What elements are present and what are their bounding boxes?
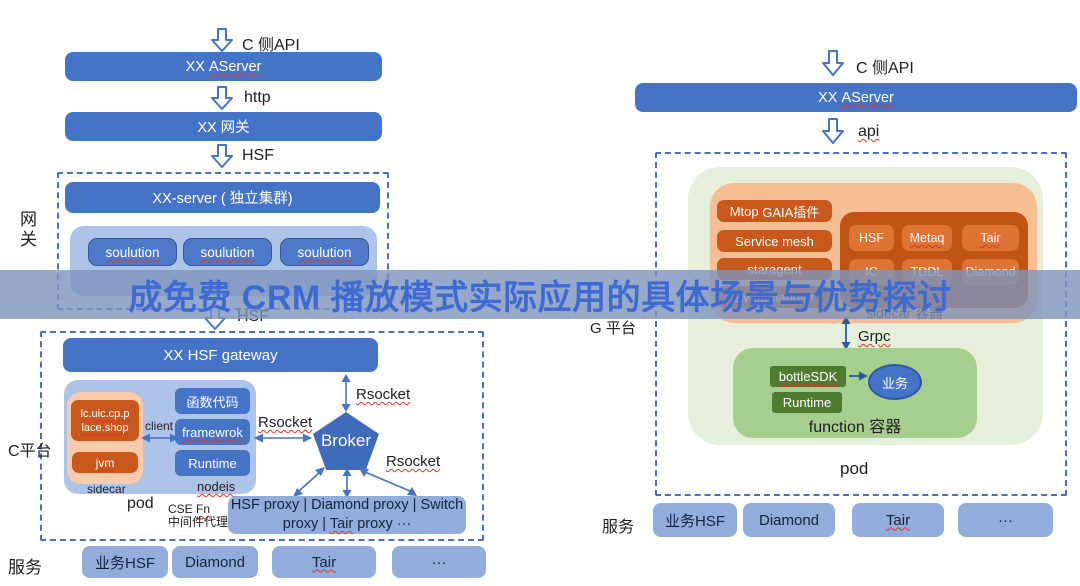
down-arrow-icon	[211, 144, 233, 168]
grpc-double-arrow	[841, 316, 851, 350]
watermark-banner-text: 成免费 CRM 播放模式实际应用的具体场景与优势探讨	[128, 279, 952, 317]
runtime-box: Runtime	[175, 450, 250, 476]
mw-box: Tair	[962, 225, 1019, 251]
gateway-box: XX 网关	[65, 112, 382, 141]
biz-ellipse: 业务	[868, 364, 922, 400]
mw-box: Metaq	[902, 225, 952, 251]
client-double-arrow	[141, 433, 179, 443]
g-platform-label: G 平台	[590, 320, 636, 337]
c-platform-frame	[40, 331, 484, 541]
cse-label: CSE Fn 中间件代理	[168, 503, 228, 529]
aserver-prefix: XX	[185, 58, 209, 75]
aserver-word: AServer	[841, 89, 894, 106]
service-side-label-left: 服务	[8, 558, 42, 577]
app-box: lc.uic.cp.p lace.shop	[71, 400, 139, 441]
service-box: Tair	[272, 546, 376, 578]
framework-box: framewrok	[175, 419, 250, 445]
watermark-banner: 成免费 CRM 播放模式实际应用的具体场景与优势探讨	[0, 270, 1080, 319]
aserver-word: AServer	[208, 58, 262, 75]
grpc-label: Grpc	[858, 328, 891, 345]
down-arrow-icon	[211, 28, 233, 52]
sidecar-label: sidecar	[87, 482, 126, 496]
service-box: ···	[392, 546, 486, 578]
proxy-line1: HSF proxy | Diamond proxy | Switch	[230, 497, 464, 513]
solution-box: soulution	[88, 238, 177, 266]
app-line2: lace.shop	[81, 421, 129, 434]
mw-box: HSF	[849, 225, 894, 251]
runtime-box-right: Runtime	[772, 392, 842, 413]
sdk-to-biz-arrow	[849, 371, 868, 381]
func-code-box: 函数代码	[175, 388, 250, 414]
service-box: 业务HSF	[82, 546, 168, 578]
http-label: http	[244, 89, 271, 106]
solution-box: soulution	[183, 238, 272, 266]
rsocket-label-bottom: Rsocket	[386, 453, 441, 470]
rsocket-label-left: Rsocket	[258, 414, 313, 431]
nodeis-label: nodeis	[197, 479, 236, 494]
proxy-box: HSF proxy | Diamond proxy | Switch proxy…	[228, 496, 466, 534]
jvm-box: jvm	[72, 452, 138, 473]
aserver-prefix: XX	[818, 89, 842, 106]
broker-proxy-arrow-l	[293, 467, 325, 497]
pod-label-right: pod	[840, 459, 869, 478]
bottlesdk-box: bottleSDK	[770, 366, 846, 387]
aserver-box-right: XX AServer	[635, 83, 1077, 112]
server-cluster-box: XX-server ( 独立集群)	[65, 182, 380, 213]
down-arrow-icon	[822, 50, 844, 76]
broker-proxy-arrow-m	[342, 468, 352, 498]
mtop-gaia-box: Mtop GAIA插件	[717, 200, 832, 222]
service-side-label-right: 服务	[602, 519, 635, 536]
client-label: client	[145, 419, 174, 433]
down-arrow-icon	[822, 118, 844, 144]
service-box: ···	[958, 503, 1053, 537]
service-box: Diamond	[172, 546, 258, 578]
hsf-label-top: HSF	[242, 147, 274, 164]
function-label: function 容器	[808, 419, 902, 436]
g-platform-frame	[655, 152, 1067, 496]
api-label: api	[858, 123, 880, 140]
rsocket-label-top: Rsocket	[356, 386, 411, 403]
c-side-api-label-right: C 侧API	[856, 60, 914, 77]
hsf-gateway-box: XX HSF gateway	[63, 338, 378, 372]
app-line1: lc.uic.cp.p	[80, 407, 130, 420]
cse-prefix: CSE	[168, 502, 197, 516]
service-box: Tair	[852, 503, 944, 537]
service-box: 业务HSF	[653, 503, 737, 537]
c-side-api-label: C 侧API	[242, 37, 300, 54]
proxy-line2: proxy | Tair proxy ···	[282, 516, 412, 532]
rsocket-arrow-top	[341, 374, 351, 412]
c-platform-label: C平台	[8, 443, 52, 460]
down-arrow-icon	[211, 86, 233, 110]
cse-line2: 中间件代理	[168, 515, 229, 529]
pod-label-left: pod	[127, 495, 154, 512]
solution-box: soulution	[280, 238, 369, 266]
rsocket-arrow-left	[254, 433, 312, 443]
gateway-side-label: 网 关	[20, 210, 37, 249]
service-mesh-box: Service mesh	[717, 230, 832, 252]
broker-proxy-arrow-r	[359, 468, 417, 496]
cse-fn: Fn	[196, 502, 211, 516]
service-box: Diamond	[743, 503, 835, 537]
aserver-box: XX AServer	[65, 52, 382, 81]
